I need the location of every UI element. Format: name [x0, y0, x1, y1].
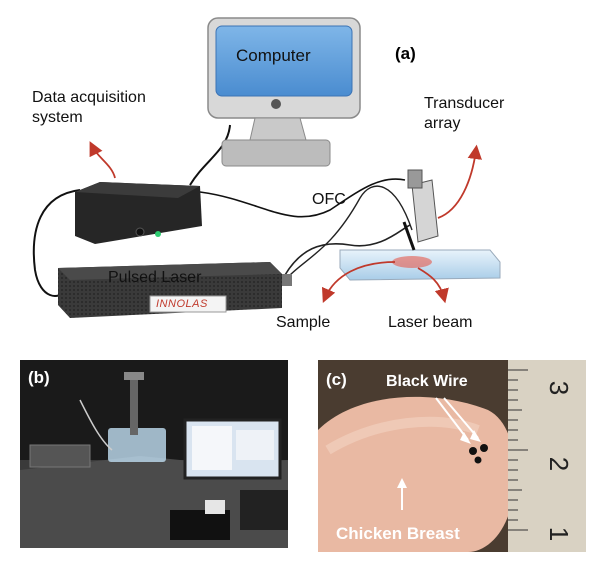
- sample-label: Sample: [276, 314, 331, 331]
- ofc-label: OFC: [312, 191, 346, 208]
- panel-c-tag: (c): [326, 370, 347, 389]
- sample-arrow: [321, 261, 396, 303]
- ofc-fiber-1: [284, 224, 411, 276]
- cable-computer-daq: [189, 124, 231, 186]
- setup-schematic: [32, 17, 501, 318]
- daq-label-line2: system: [32, 109, 83, 126]
- transducer-label-line2: array: [424, 115, 461, 132]
- computer-label: Computer: [236, 46, 311, 65]
- pulsed-laser-label: Pulsed Laser: [108, 269, 202, 286]
- transducer-array: [402, 169, 439, 251]
- cable-daq-laser: [32, 189, 81, 297]
- panel-c-photo: (c) Black Wire Chicken Breast 3 2 1: [318, 360, 586, 552]
- pulsed-laser-device: [58, 262, 292, 318]
- daq-output-arrow: [89, 141, 116, 179]
- panel-b-tag: (b): [28, 368, 50, 387]
- laser-beam-arrow: [417, 267, 449, 304]
- ofc-fiber-2: [284, 185, 413, 281]
- transducer-label-line1: Transducer: [424, 95, 505, 112]
- chicken-sample-photo: [318, 360, 586, 552]
- lab-setup-photo: [20, 360, 288, 548]
- panel-a: (a) Computer Data acquisition system Tra…: [32, 17, 505, 331]
- computer: [207, 17, 361, 167]
- laser-brand-logo: INNOLAS: [156, 298, 208, 310]
- panel-a-tag: (a): [395, 44, 416, 63]
- chicken-breast-label: Chicken Breast: [336, 524, 460, 543]
- ruler-ticks: [508, 369, 528, 531]
- panel-b-photo: (b): [20, 360, 288, 548]
- transducer-arrow: [437, 144, 482, 219]
- cable-daq-transducer: [199, 178, 406, 218]
- daq-device: [75, 182, 202, 244]
- ruler-digit-3: 3: [544, 380, 575, 396]
- ruler-digit-1: 1: [544, 526, 575, 542]
- sample-tank: [339, 249, 501, 281]
- laser-beam-label: Laser beam: [388, 314, 473, 331]
- black-wire-label: Black Wire: [386, 373, 468, 390]
- ruler-digit-2: 2: [544, 456, 575, 472]
- daq-label-line1: Data acquisition: [32, 89, 146, 106]
